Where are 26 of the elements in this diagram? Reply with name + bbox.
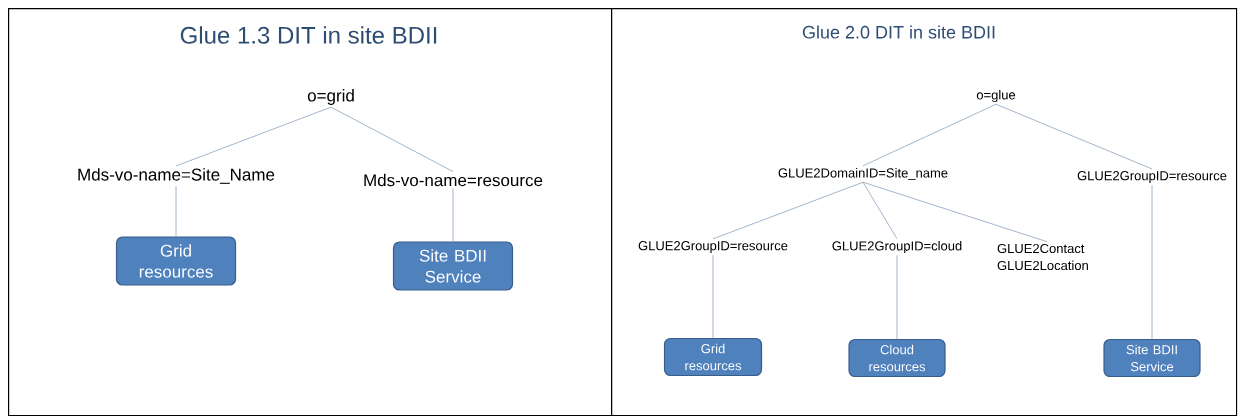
connector-line (862, 181, 898, 240)
entry-label: GLUE2Contact GLUE2Location (997, 243, 1088, 271)
entry-label: Mds-vo-name=resource (364, 173, 543, 187)
rounded-box: Grid resources (115, 236, 237, 286)
connector-line (712, 181, 864, 240)
connector-line (712, 254, 714, 339)
entry-label: Mds-vo-name=Site_Name (78, 168, 275, 184)
connector-line (862, 103, 997, 167)
rounded-box: Cloud resources (848, 338, 946, 378)
entry-label: GLUE2GroupID=resource (1077, 171, 1227, 183)
rounded-box: Grid resources (663, 337, 763, 377)
connector-line (452, 188, 454, 242)
entry-label: GLUE2GroupID=cloud (832, 240, 962, 254)
entry-label: o=glue (976, 89, 1016, 103)
connector-line (1151, 184, 1153, 340)
connector-line (862, 181, 1048, 243)
rounded-box: Site BDII Service (1103, 338, 1201, 378)
rounded-box: Site BDII Service (392, 241, 514, 291)
connector-line (175, 106, 332, 167)
entry-label: GLUE2GroupID=resource (638, 241, 788, 253)
entry-label: o=grid (307, 89, 354, 105)
connector-line (995, 103, 1153, 170)
entry-label: GLUE2DomainID=Site_name (778, 168, 948, 180)
connector-line (175, 185, 177, 237)
connector-line (896, 254, 898, 340)
connector-line (330, 106, 454, 172)
